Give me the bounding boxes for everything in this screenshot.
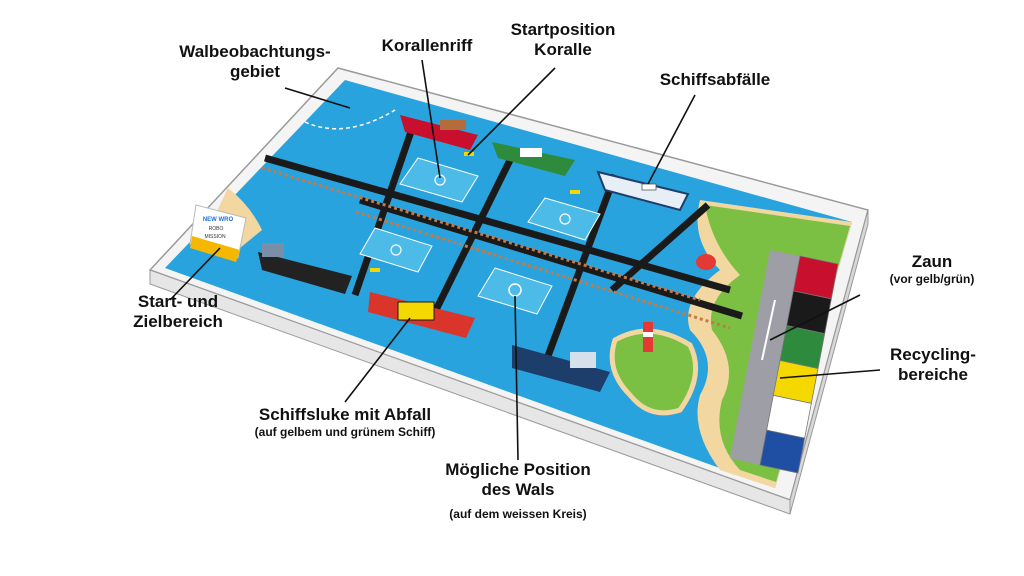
coral-reef-square-2 <box>527 197 601 241</box>
lighthouse-island <box>609 328 699 416</box>
hatch-text: Schiffsluke mit Abfall <box>258 405 432 424</box>
fence-line <box>761 299 776 361</box>
ship-waste-text: Schiffsabfälle <box>659 70 771 89</box>
leader-fence <box>769 294 861 341</box>
leader-ship-waste <box>647 94 696 185</box>
leader-recycling <box>779 369 881 379</box>
sign-line2: MISSION <box>204 234 226 240</box>
ship-yellow <box>368 292 475 338</box>
ship-black <box>258 243 352 294</box>
coral-reef-square-3 <box>359 227 433 273</box>
label-hatch: Schiffsluke mit Abfall (auf gelbem und g… <box>205 405 485 440</box>
grid-line-v3 <box>544 173 619 358</box>
recycling-line2: bereiche <box>898 365 968 385</box>
start-finish-area: NEW WRO ROBO MISSION <box>189 204 247 262</box>
hatch-note-text: (auf gelbem und grünem Schiff) <box>254 425 436 440</box>
recycling-line1: Recycling- <box>890 345 976 364</box>
ship-red <box>400 115 478 150</box>
breakwater-row-1 <box>261 166 701 302</box>
ship-hatch <box>397 301 435 321</box>
start-coral-line1: Startposition <box>510 20 616 39</box>
coral-marker-3 <box>370 268 380 272</box>
whale-area-line1: Walbeobachtungs- <box>179 42 331 61</box>
label-start-coral: Startposition Koralle <box>478 20 648 61</box>
leader-start-finish <box>169 247 221 301</box>
lighthouse-stripe <box>643 332 653 337</box>
start-finish-line2: Zielbereich <box>133 312 223 332</box>
grid-line-v4 <box>609 202 711 293</box>
leader-coral-reef <box>421 59 441 179</box>
label-recycling: Recycling- bereiche <box>858 345 1008 386</box>
table-wall-right <box>789 209 869 515</box>
whale-pos-line1: Mögliche Position <box>445 460 591 479</box>
breakwater-row-2 <box>355 210 731 330</box>
whale-pos-note-text: (auf dem weissen Kreis) <box>449 506 587 521</box>
label-coral-reef: Korallenriff <box>342 36 512 56</box>
start-finish-line1: Start- und <box>137 292 219 311</box>
recycling-bin-6 <box>759 429 806 474</box>
grid-line-h1 <box>264 154 731 294</box>
ship-white <box>596 170 690 212</box>
leader-whale-area <box>284 87 351 109</box>
label-ship-waste: Schiffsabfälle <box>630 70 800 90</box>
whale-watch-boundary <box>304 109 396 130</box>
leader-whale-pos <box>514 295 519 461</box>
sign-line1: ROBO <box>209 226 224 232</box>
grid-line-v2 <box>428 148 519 320</box>
ship-green <box>492 142 575 176</box>
coral-marker-2 <box>570 190 580 194</box>
whale-pos-line2: des Wals <box>481 480 555 500</box>
whale-area-line2: gebiet <box>229 62 281 82</box>
sign-brand: NEW WRO <box>203 217 234 223</box>
label-start-finish: Start- und Zielbereich <box>108 292 248 333</box>
ship-navy <box>512 345 610 392</box>
fence-note-text: (vor gelb/grün) <box>889 272 975 287</box>
label-whale-area: Walbeobachtungs- gebiet <box>150 42 360 83</box>
recycling-area <box>730 250 839 474</box>
label-fence: Zaun (vor gelb/grün) <box>862 252 1002 287</box>
start-coral-line2: Koralle <box>534 40 592 60</box>
fence-text: Zaun <box>911 252 953 271</box>
coral-reef-text: Korallenriff <box>381 36 473 55</box>
octopus <box>696 254 716 270</box>
leader-hatch <box>344 317 411 403</box>
ship-waste-marker <box>641 183 657 191</box>
grid-line-v1 <box>351 118 419 297</box>
leader-start-coral <box>467 67 556 156</box>
grid-line-h2 <box>358 196 744 320</box>
label-whale-pos: Mögliche Position des Wals (auf dem weis… <box>418 460 618 521</box>
